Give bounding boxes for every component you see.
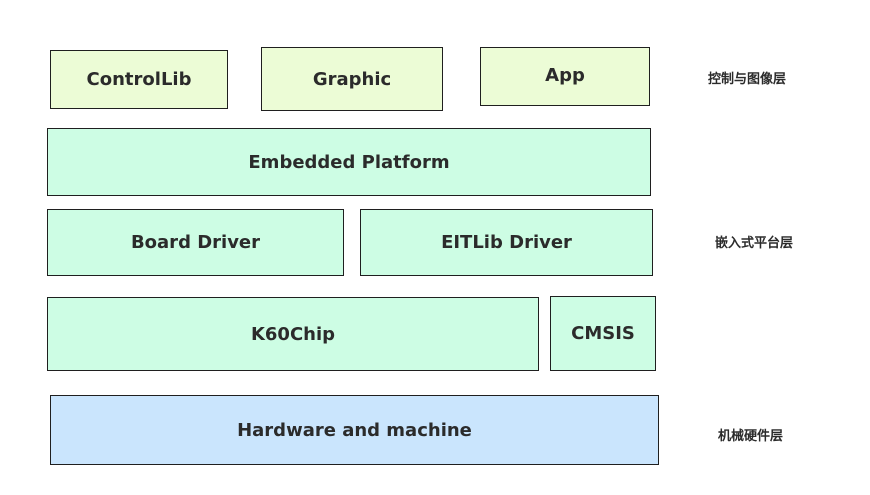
- cmsis-box: CMSIS: [550, 296, 656, 371]
- k60chip-label: K60Chip: [250, 323, 336, 345]
- hardware-label: Hardware and machine: [237, 419, 472, 441]
- graphic-label: Graphic: [312, 68, 392, 90]
- embedded-platform-layer-label: 嵌入式平台层: [715, 236, 794, 251]
- eitlib-driver-label: EITLib Driver: [441, 232, 572, 253]
- board-driver-box: Board Driver: [47, 209, 344, 276]
- hardware-box: Hardware and machine: [50, 395, 659, 465]
- k60chip-box: K60Chip: [47, 297, 539, 371]
- graphic-box: Graphic: [261, 47, 443, 111]
- board-driver-label: Board Driver: [130, 232, 261, 253]
- embedded-platform-label: Embedded Platform: [248, 151, 450, 173]
- control-graphics-layer-label: 控制与图像层: [708, 72, 787, 87]
- controllib-box: ControlLib: [50, 50, 228, 109]
- app-label: App: [545, 65, 585, 86]
- controllib-label: ControlLib: [86, 69, 192, 90]
- embedded-platform-box: Embedded Platform: [47, 128, 651, 196]
- hardware-layer-label: 机械硬件层: [718, 429, 784, 444]
- cmsis-label: CMSIS: [571, 323, 635, 344]
- app-box: App: [480, 47, 650, 106]
- eitlib-driver-box: EITLib Driver: [360, 209, 653, 276]
